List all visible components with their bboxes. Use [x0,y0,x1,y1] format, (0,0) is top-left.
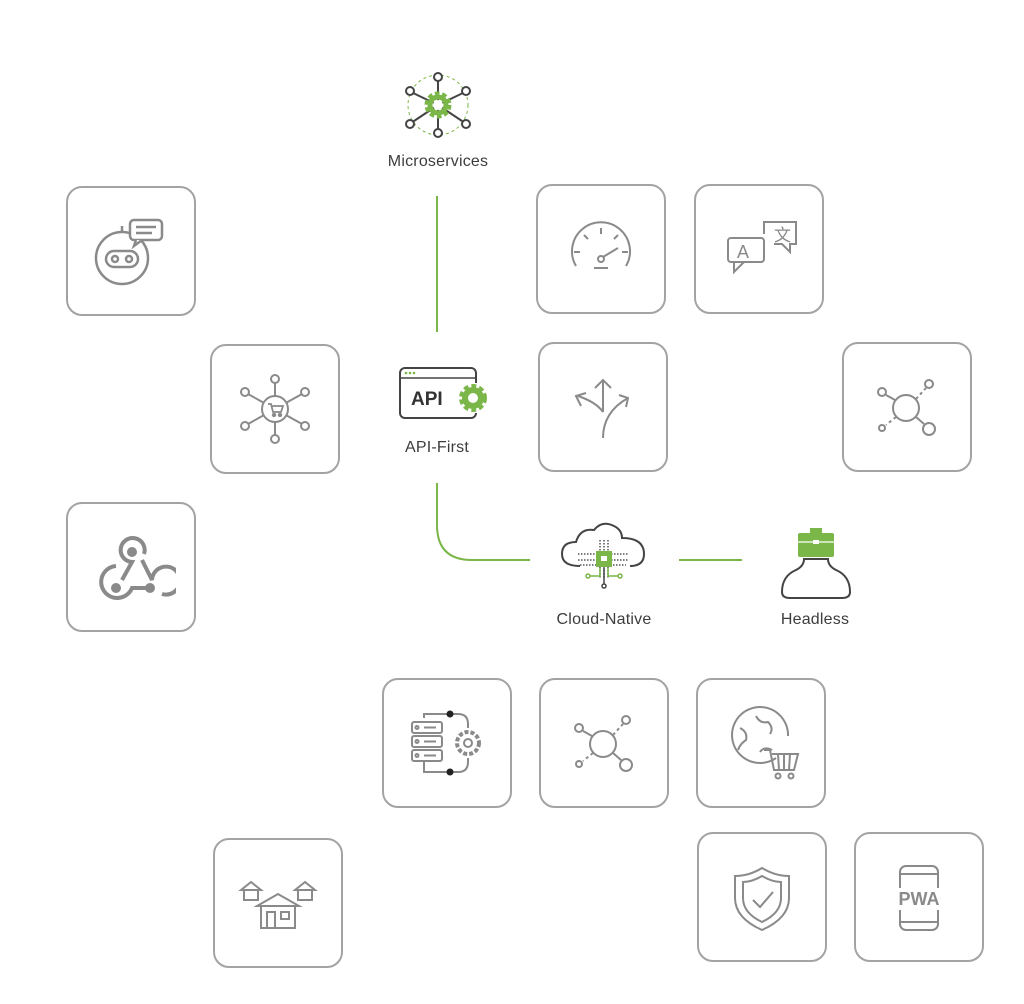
headless-node [776,526,856,607]
server-gear-icon [411,710,481,776]
network-node-icon [877,379,936,436]
api-icon-text: API [411,389,443,410]
headless-briefcase-icon [780,528,852,599]
microservices-label: Microservices [387,153,489,170]
tile-split-arrows[interactable] [538,342,668,472]
tile-webhook[interactable] [66,502,196,632]
pwa-text: PWA [898,889,939,909]
headless-label: Headless [780,611,850,628]
tile-warehouse[interactable] [213,838,343,968]
global-commerce-icon [731,706,800,780]
svg-text:A: A [737,242,749,262]
pwa-icon: PWA [892,865,946,931]
speedometer-icon [571,221,631,269]
tile-network-node[interactable] [842,342,972,472]
connector-api-cloud [436,483,530,561]
split-arrows-icon [574,378,630,439]
cloud-native-label: Cloud-Native [556,611,652,628]
tile-translate[interactable]: 文 A [694,184,824,314]
api-first-node: API [398,365,492,428]
commerce-network-icon [240,374,310,444]
chatbot-icon [94,218,164,286]
cloud-chip-icon [560,522,646,589]
tile-speedometer[interactable] [536,184,666,314]
tile-network-node-2[interactable] [539,678,669,808]
tile-global-commerce[interactable] [696,678,826,808]
tile-pwa[interactable]: PWA [854,832,984,962]
microservices-gear-network-icon [405,72,471,138]
network-node-icon [574,715,633,772]
tile-chatbot[interactable] [66,186,196,316]
webhook-icon [99,536,176,600]
svg-text:文: 文 [774,226,791,246]
tile-shield-check[interactable] [697,832,827,962]
api-gear-icon: API [399,367,488,419]
tile-commerce-network[interactable] [210,344,340,474]
translate-icon: 文 A [727,221,797,275]
api-first-label: API-First [404,439,470,456]
cloud-native-node [558,518,650,603]
shield-check-icon [734,866,790,932]
tile-server-gear[interactable] [382,678,512,808]
warehouse-icon [238,880,318,929]
microservices-node [398,70,478,145]
